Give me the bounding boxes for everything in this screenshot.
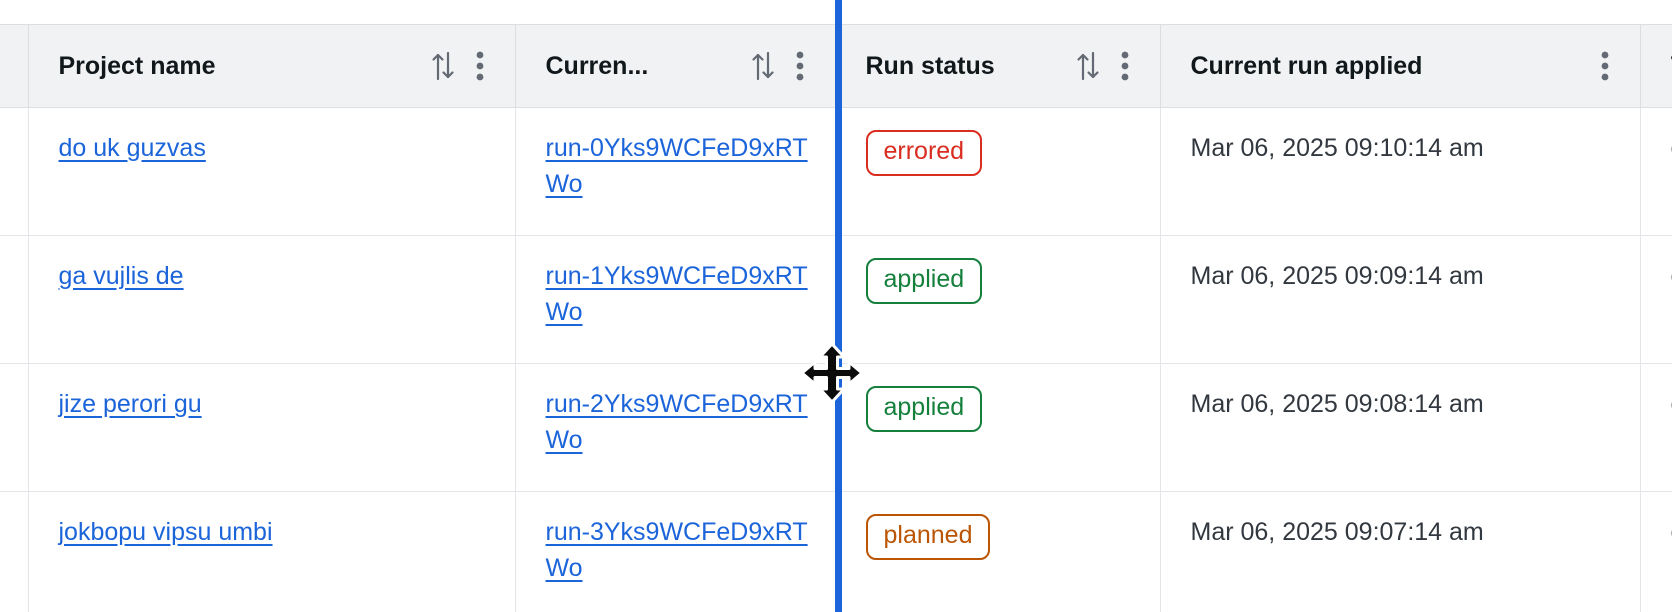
current-run-link[interactable]: run-3Yks9WCFeD9xRTWo	[545, 518, 808, 583]
current-run-link[interactable]: run-2Yks9WCFeD9xRTWo	[545, 390, 808, 455]
header-cell-run-status[interactable]: Run status	[835, 24, 1161, 108]
table-scroll-area[interactable]: Project name	[0, 24, 1672, 612]
header-label-current-run: Curren...	[545, 51, 649, 80]
cell-current-run: run-1Yks9WCFeD9xRTWo	[515, 235, 836, 364]
status-badge: errored	[865, 130, 983, 176]
row-gutter-cell	[0, 107, 29, 236]
cell-current-run-applied: Mar 06, 2025 09:07:14 am	[1160, 491, 1641, 612]
cell-run-status: planned	[835, 491, 1161, 612]
status-badge: applied	[865, 258, 983, 304]
current-run-link[interactable]: run-1Yks9WCFeD9xRTWo	[545, 262, 808, 327]
kebab-menu-icon[interactable]	[1588, 44, 1622, 88]
cell-run-status: applied	[835, 235, 1161, 364]
header-cell-current-run-applied[interactable]: Current run applied	[1160, 24, 1641, 108]
table-body: do uk guzvas run-0Yks9WCFeD9xRTWo errore…	[0, 107, 1672, 612]
header-cell-gutter	[0, 24, 29, 108]
project-name-link[interactable]: ga vujlis de	[58, 262, 184, 290]
project-name-link[interactable]: do uk guzvas	[58, 134, 206, 162]
table-row[interactable]: jokbopu vipsu umbi run-3Yks9WCFeD9xRTWo …	[0, 491, 1672, 612]
top-whitespace-strip	[0, 0, 1672, 24]
header-row: Project name	[0, 24, 1672, 108]
status-badge: planned	[865, 514, 991, 560]
cell-clipped-column: e	[1640, 107, 1672, 236]
table-row[interactable]: ga vujlis de run-1Yks9WCFeD9xRTWo applie…	[0, 235, 1672, 364]
row-gutter-cell	[0, 363, 29, 492]
header-label-project-name: Project name	[58, 51, 216, 80]
header-cell-clipped-column[interactable]: V	[1640, 24, 1672, 108]
cell-current-run: run-3Yks9WCFeD9xRTWo	[515, 491, 836, 612]
current-run-link[interactable]: run-0Yks9WCFeD9xRTWo	[545, 134, 808, 199]
header-cell-current-run[interactable]: Curren...	[515, 24, 836, 108]
status-badge: applied	[865, 386, 983, 432]
table-row[interactable]: jize perori gu run-2Yks9WCFeD9xRTWo appl…	[0, 363, 1672, 492]
kebab-menu-icon[interactable]	[463, 44, 497, 88]
table-header: Project name	[0, 24, 1672, 108]
cell-run-status: applied	[835, 363, 1161, 492]
cell-current-run-applied: Mar 06, 2025 09:09:14 am	[1160, 235, 1641, 364]
header-cell-project-name[interactable]: Project name	[28, 24, 516, 108]
cell-clipped-column: e	[1640, 491, 1672, 612]
kebab-menu-icon[interactable]	[1108, 44, 1142, 88]
row-gutter-cell	[0, 491, 29, 612]
kebab-menu-icon[interactable]	[783, 44, 817, 88]
cell-project-name: ga vujlis de	[28, 235, 516, 364]
sort-arrows-icon[interactable]	[743, 44, 783, 88]
row-gutter-cell	[0, 235, 29, 364]
cell-current-run-applied: Mar 06, 2025 09:08:14 am	[1160, 363, 1641, 492]
cell-current-run: run-0Yks9WCFeD9xRTWo	[515, 107, 836, 236]
header-label-run-status: Run status	[865, 51, 995, 80]
project-name-link[interactable]: jokbopu vipsu umbi	[58, 518, 273, 546]
cell-current-run-applied: Mar 06, 2025 09:10:14 am	[1160, 107, 1641, 236]
cell-run-status: errored	[835, 107, 1161, 236]
projects-table: Project name	[0, 24, 1672, 612]
cell-project-name: jokbopu vipsu umbi	[28, 491, 516, 612]
cell-project-name: jize perori gu	[28, 363, 516, 492]
cell-project-name: do uk guzvas	[28, 107, 516, 236]
cell-current-run: run-2Yks9WCFeD9xRTWo	[515, 363, 836, 492]
cell-clipped-column: e	[1640, 235, 1672, 364]
sort-arrows-icon[interactable]	[423, 44, 463, 88]
table-row[interactable]: do uk guzvas run-0Yks9WCFeD9xRTWo errore…	[0, 107, 1672, 236]
cell-clipped-column: e	[1640, 363, 1672, 492]
project-name-link[interactable]: jize perori gu	[58, 390, 202, 418]
header-label-current-run-applied: Current run applied	[1190, 51, 1423, 80]
sort-arrows-icon[interactable]	[1068, 44, 1108, 88]
